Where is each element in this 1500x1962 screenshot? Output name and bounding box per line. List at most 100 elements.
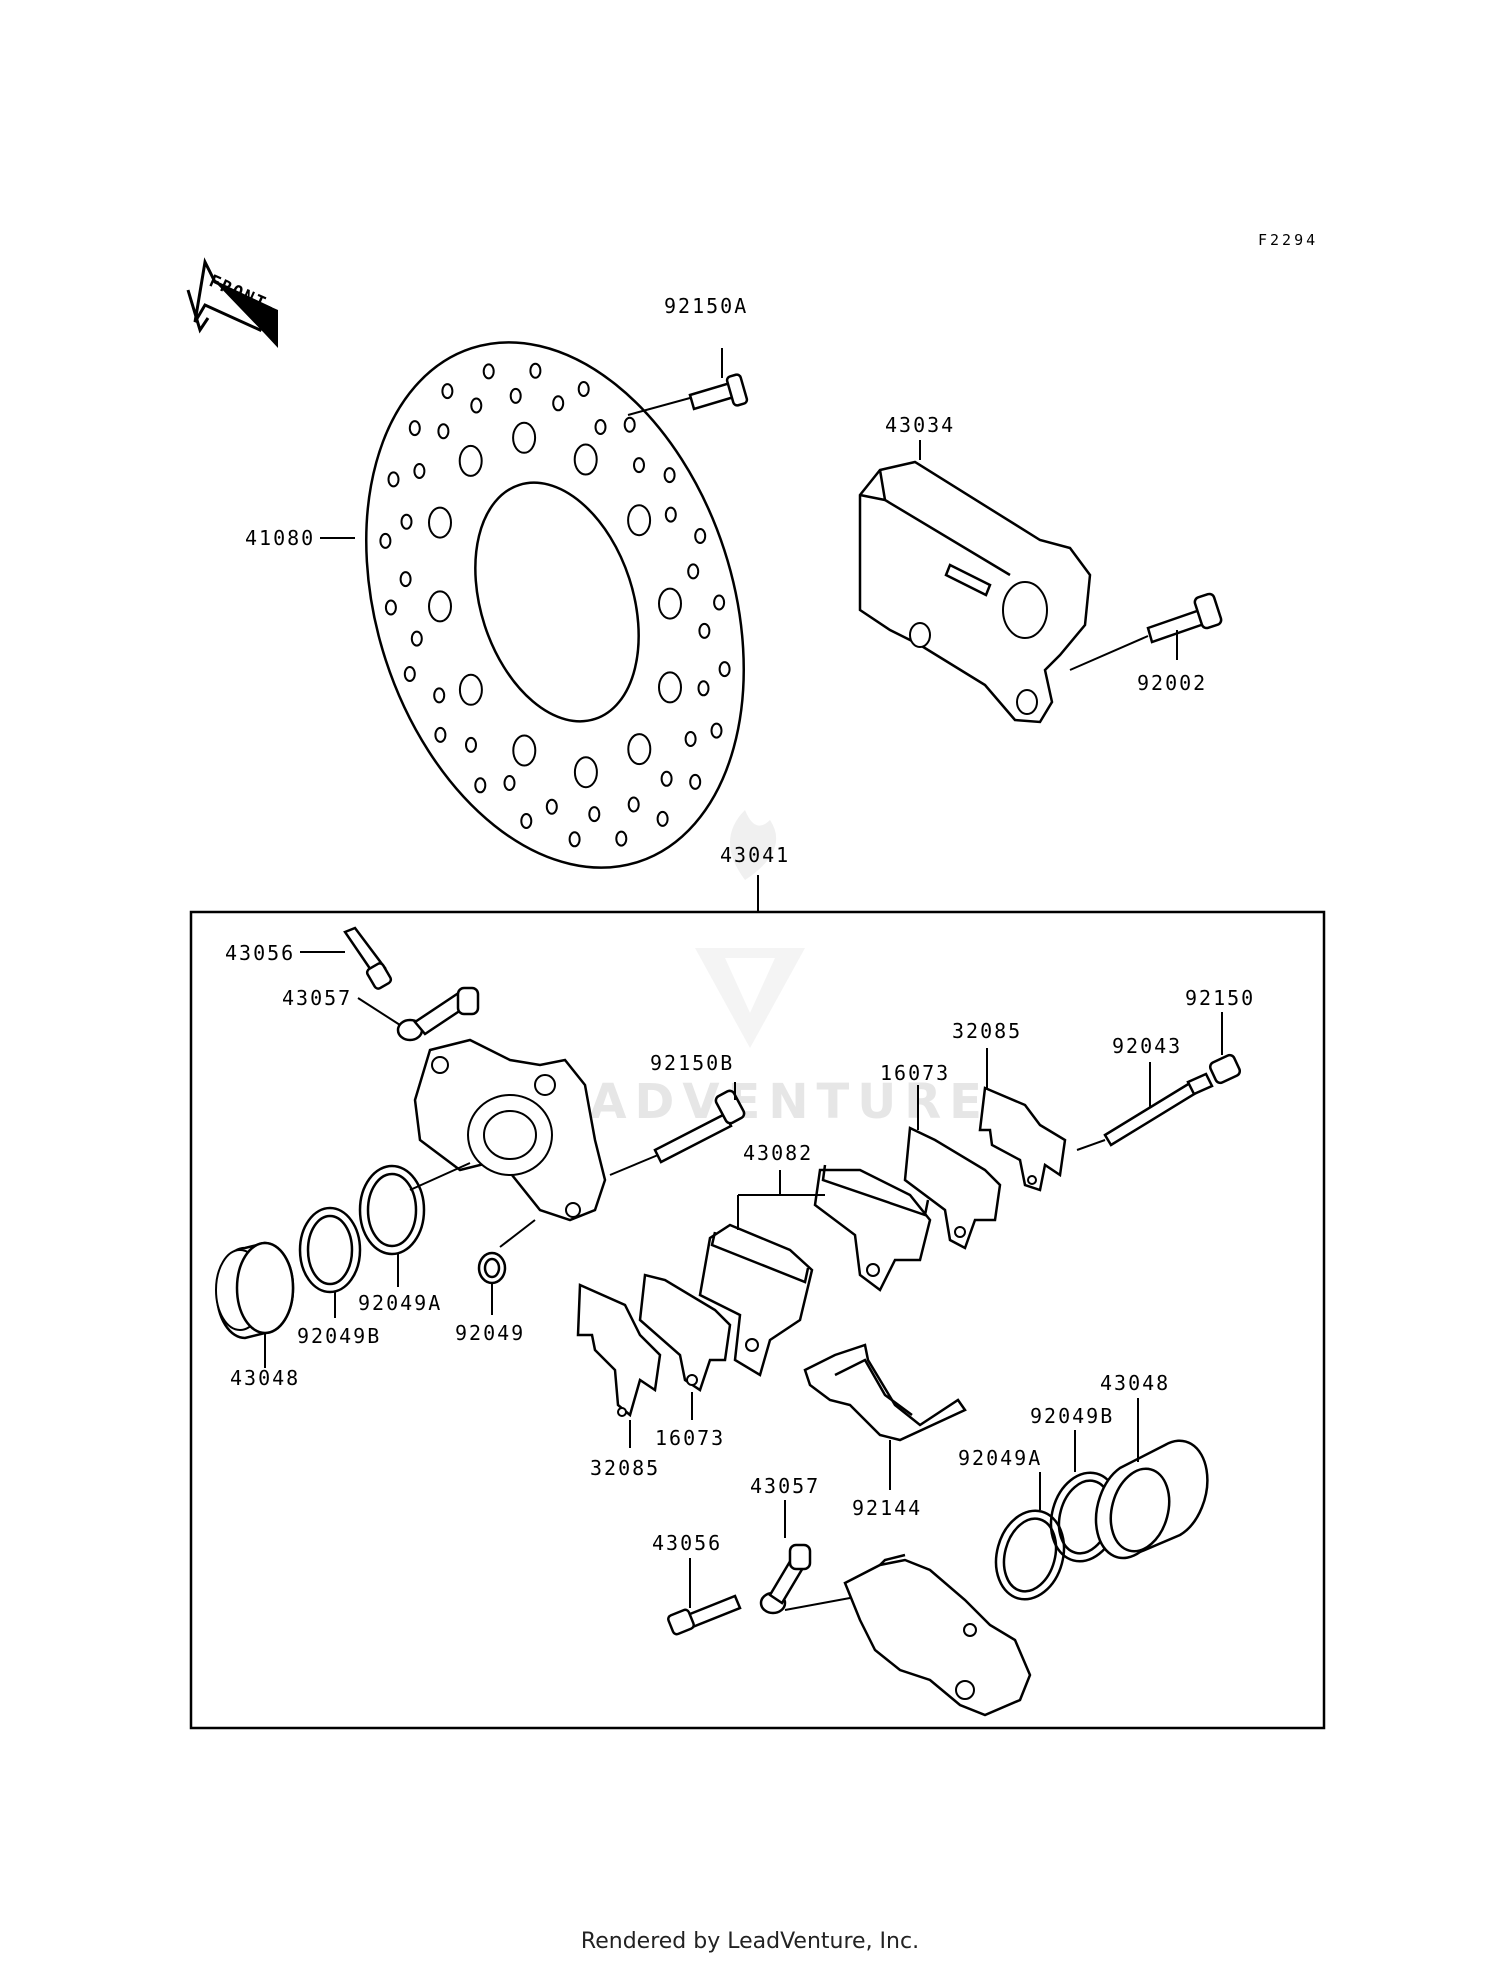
disc-hole (512, 421, 537, 454)
disc-bolt (688, 373, 749, 411)
pad-insulator-left (638, 1273, 732, 1392)
label-43048-right: 43048 (1100, 1371, 1170, 1395)
disc-hole (408, 420, 421, 437)
disc-hole (512, 734, 537, 767)
disc-hole (615, 830, 628, 847)
label-43056-top: 43056 (225, 941, 295, 965)
disc-hole (413, 463, 426, 479)
caliper-assembly-frame (189, 910, 1326, 1730)
disc-hole (656, 810, 669, 827)
disc-hole (577, 381, 590, 397)
label-32085-right: 32085 (952, 1019, 1022, 1043)
disc-hole (658, 671, 682, 704)
label-43057-bottom: 43057 (750, 1474, 820, 1498)
disc-hole (441, 383, 454, 400)
disc-hole (465, 736, 477, 753)
piston-left (215, 1241, 295, 1340)
label-92049B-right: 92049B (1030, 1404, 1114, 1428)
disc-hole (470, 397, 483, 414)
disc-hole (710, 722, 723, 739)
label-43082: 43082 (743, 1141, 813, 1165)
pin-plug (1208, 1053, 1242, 1085)
disc-hole (379, 532, 392, 549)
caliper-body-right (843, 1553, 1032, 1717)
shim-left (576, 1283, 662, 1418)
disc-hole (713, 594, 726, 611)
seal-small (477, 1251, 507, 1285)
disc-hole (594, 419, 607, 435)
disc-hole (568, 831, 581, 848)
label-43056-bottom: 43056 (652, 1531, 722, 1555)
bracket-bolt (1146, 592, 1223, 644)
label-43034: 43034 (885, 413, 955, 437)
label-92043: 92043 (1112, 1034, 1182, 1058)
disc-hole (437, 423, 450, 440)
disc-hole (658, 587, 682, 620)
disc-hole (384, 599, 397, 616)
pad-spring (803, 1343, 967, 1442)
disc-hole (482, 363, 495, 380)
seal-b-left (298, 1206, 362, 1294)
label-92150B: 92150B (650, 1051, 734, 1075)
disc-hole (573, 443, 598, 476)
brake-pad-rear (813, 1164, 932, 1292)
disc-hole (633, 457, 645, 474)
label-43041: 43041 (720, 843, 790, 867)
disc-hole (623, 416, 636, 433)
watermark-logo (695, 810, 805, 1048)
caliper-bracket (858, 460, 1092, 724)
bleeder-valve-top (343, 926, 393, 990)
label-92049A-right: 92049A (958, 1446, 1042, 1470)
disc-hole (520, 813, 533, 829)
disc-hole (474, 777, 487, 794)
disc-hole (403, 666, 416, 682)
brake-disc (365, 341, 745, 869)
footer-credit: Rendered by LeadVenture, Inc. (581, 1929, 919, 1954)
caliper-bolt (653, 1089, 746, 1164)
disc-hole (458, 673, 483, 706)
disc-hole (399, 571, 412, 588)
front-arrow-icon (186, 257, 278, 348)
label-92150A: 92150A (664, 294, 748, 318)
piston-right (1094, 1439, 1209, 1560)
label-92144: 92144 (852, 1496, 922, 1520)
disc-hole (509, 387, 522, 404)
bleeder-cap-top (396, 986, 480, 1042)
pad-pin (1103, 1072, 1214, 1147)
disc-hole (428, 590, 452, 623)
disc-hole (684, 731, 697, 747)
disc-hole (627, 504, 652, 537)
disc-hole (698, 622, 711, 639)
disc-hole (458, 444, 483, 477)
disc-hole (694, 528, 707, 544)
label-41080: 41080 (245, 526, 315, 550)
disc-hole (664, 506, 677, 523)
bleeder-valve-bottom (667, 1594, 742, 1636)
disc-hole (627, 733, 652, 766)
disc-hole (689, 773, 702, 790)
label-92049A-left: 92049A (358, 1291, 442, 1315)
disc-hole (410, 630, 423, 647)
caliper-body-left (413, 1038, 607, 1222)
disc-hole (545, 798, 558, 815)
shim-right (978, 1086, 1067, 1192)
label-16073-right: 16073 (880, 1061, 950, 1085)
disc-hole (434, 726, 447, 743)
disc-hole (529, 362, 542, 379)
label-43048-left: 43048 (230, 1366, 300, 1390)
disc-hole (400, 513, 413, 530)
disc-hole (663, 467, 676, 484)
label-16073-left: 16073 (655, 1426, 725, 1450)
label-92049: 92049 (455, 1321, 525, 1345)
seal-a-right (994, 1509, 1066, 1601)
pad-insulator-right (903, 1126, 1002, 1250)
figure-code: F2294 (1258, 231, 1318, 249)
label-92150: 92150 (1185, 986, 1255, 1010)
disc-hole (387, 471, 400, 488)
disc-hole (433, 687, 446, 704)
brake-pad-front (698, 1223, 814, 1377)
label-92002: 92002 (1137, 671, 1207, 695)
disc-hole (428, 506, 452, 539)
disc-hole (660, 770, 673, 787)
